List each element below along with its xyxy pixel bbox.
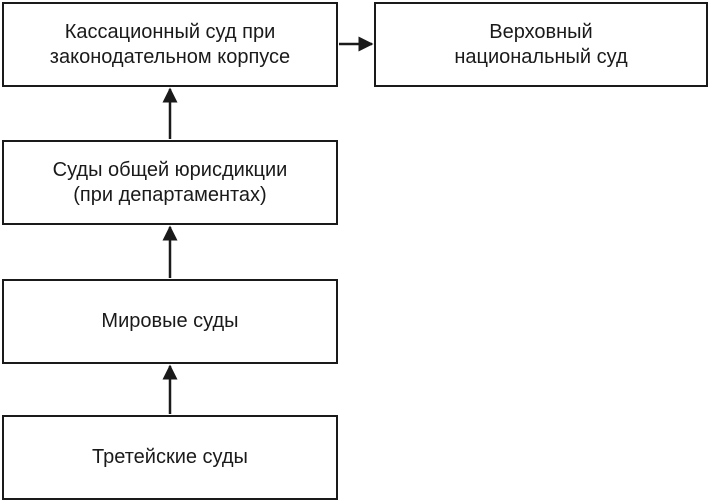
node-peace-courts: Мировые суды bbox=[2, 279, 338, 364]
node-cassation-court: Кассационный суд при законодательном кор… bbox=[2, 2, 338, 87]
node-arbitral-courts-label: Третейские суды bbox=[92, 446, 248, 468]
node-general-courts-label: Суды общей юрисдикции (при департаментах… bbox=[52, 158, 288, 206]
node-arbitral-courts: Третейские суды bbox=[2, 415, 338, 500]
node-supreme-court-label: Верховный национальный суд bbox=[454, 20, 628, 68]
node-supreme-court: Верховный национальный суд bbox=[374, 2, 708, 87]
node-cassation-court-label: Кассационный суд при законодательном кор… bbox=[49, 20, 291, 68]
node-general-courts: Суды общей юрисдикции (при департаментах… bbox=[2, 140, 338, 225]
node-peace-courts-label: Мировые суды bbox=[101, 310, 239, 332]
